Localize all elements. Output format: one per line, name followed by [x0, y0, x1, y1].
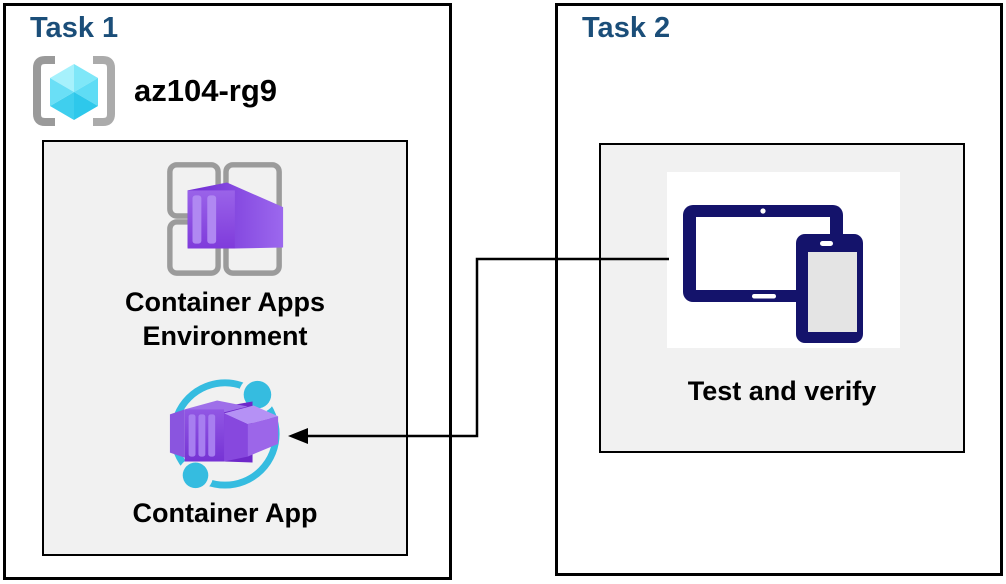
container-apps-environment-icon [167, 162, 284, 276]
container-apps-environment-label: Container Apps Environment [124, 287, 325, 351]
resource-group-name: az104-rg9 [134, 73, 278, 108]
container-app-node [166, 373, 284, 493]
task1-panel: Container Apps Environment [42, 140, 408, 556]
container-app-icon [169, 375, 280, 493]
resource-group-icon [33, 56, 115, 126]
task2-box: Task 2 Test and verify [555, 3, 1003, 576]
task2-title: Task 2 [582, 12, 671, 44]
container-app-label: Container App [132, 498, 318, 528]
task1-box: Task 1 az104-rg9 [3, 3, 452, 580]
tablet-phone-icon [683, 205, 863, 343]
test-and-verify-label: Test and verify [687, 376, 877, 406]
task2-panel: Test and verify [599, 143, 965, 453]
resource-group: az104-rg9 [30, 55, 277, 127]
task1-title: Task 1 [30, 12, 119, 44]
device-icon-background [667, 172, 900, 348]
